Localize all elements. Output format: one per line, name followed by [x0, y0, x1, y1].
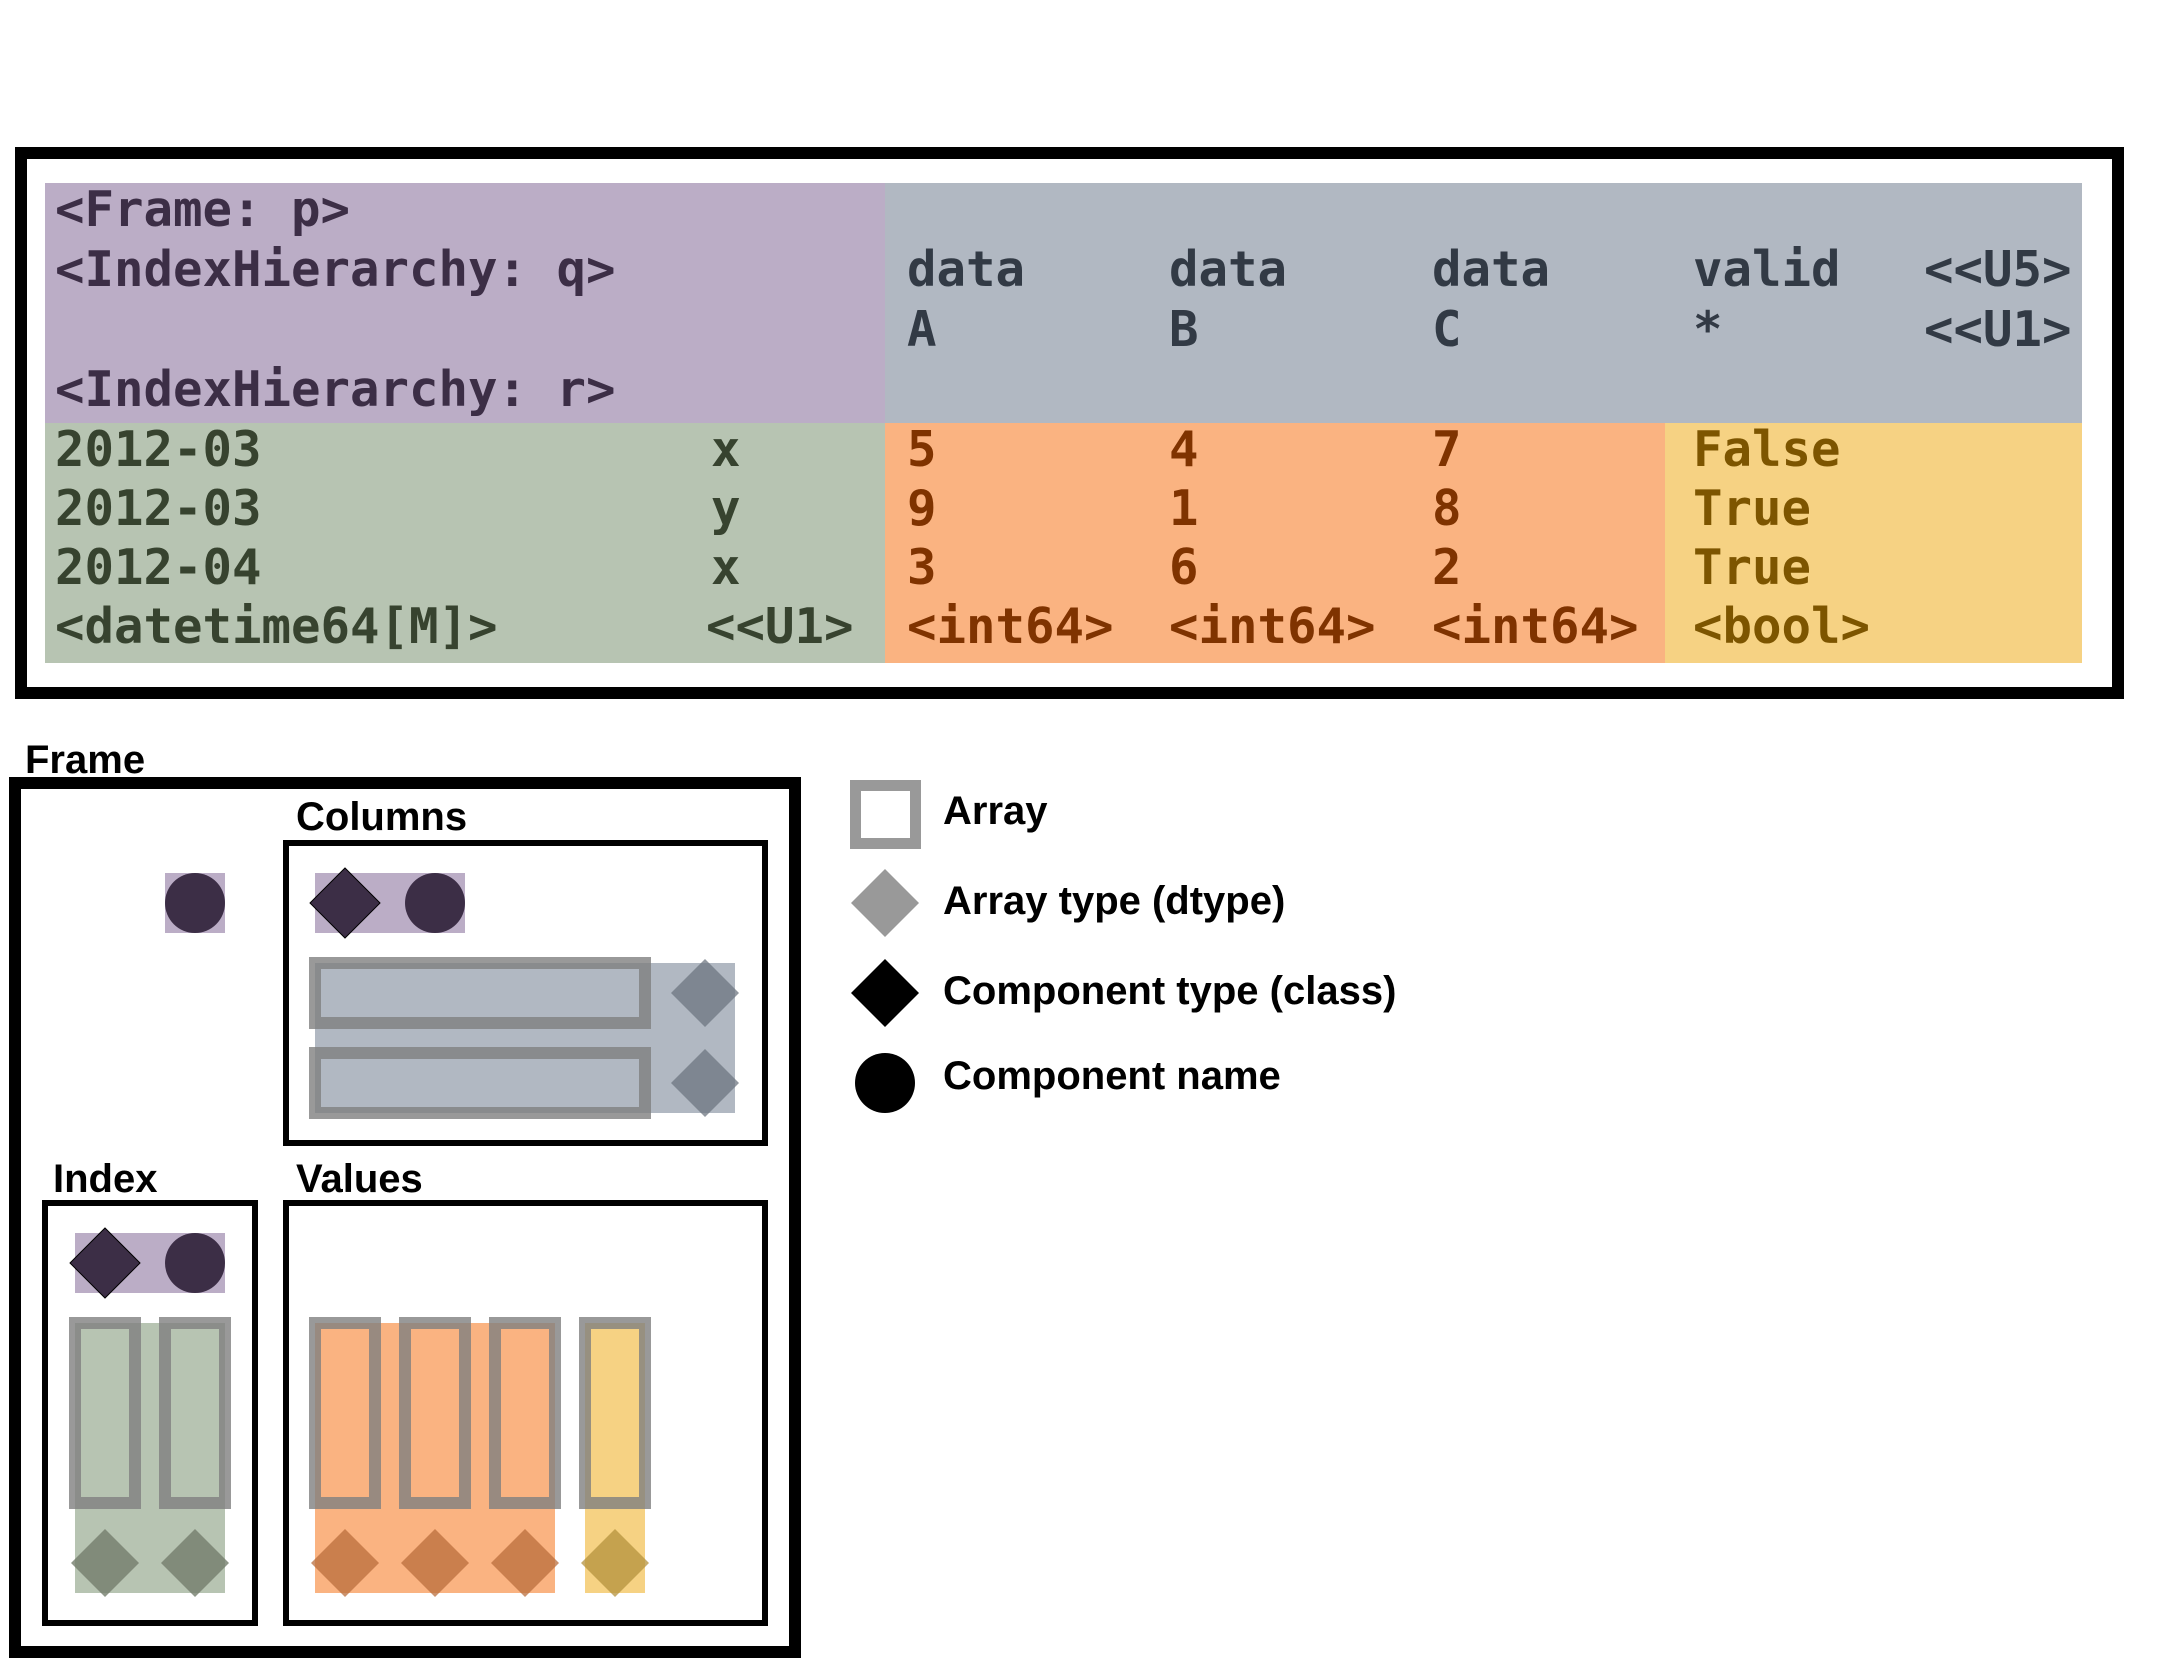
- columns-diagram-label: Columns: [296, 795, 468, 839]
- columns-dtype-diamond-icon: [671, 959, 739, 1027]
- value-cell: 7: [1432, 421, 1462, 478]
- values-dtype-diamond-icon: [311, 1529, 379, 1597]
- frame-name-circle-icon: [165, 873, 225, 933]
- value-cell: True: [1693, 539, 1812, 596]
- column-header-depth1: A: [907, 301, 937, 358]
- index-dtype-depth1: <<U1>: [706, 598, 854, 655]
- columns-dtype-diamond-icon: [671, 1049, 739, 1117]
- value-cell: 4: [1169, 421, 1199, 478]
- index-array-0: [69, 1317, 141, 1509]
- value-cell: 8: [1432, 480, 1462, 537]
- value-dtype: <int64>: [1432, 598, 1639, 655]
- column-header-depth0: valid: [1693, 241, 1841, 298]
- int-values-region: [885, 423, 1665, 663]
- array-square-icon: [850, 780, 921, 849]
- bool-values-region: [1665, 423, 2082, 663]
- value-cell: 2: [1432, 539, 1462, 596]
- column-dtype-depth0: <<U5>: [1924, 241, 2072, 298]
- column-dtype-depth1: <<U1>: [1924, 301, 2072, 358]
- frame-name-label: <Frame: p>: [55, 181, 351, 238]
- values-diagram-label: Values: [296, 1157, 423, 1201]
- value-cell: 3: [907, 539, 937, 596]
- columns-region: [885, 183, 2082, 423]
- values-array-2: [489, 1317, 561, 1509]
- value-cell: False: [1693, 421, 1841, 478]
- index-dtype-diamond-icon: [161, 1529, 229, 1597]
- name-circle-icon: [855, 1053, 915, 1113]
- values-array-1: [399, 1317, 471, 1509]
- index-depth0-cell: 2012-03: [55, 480, 262, 537]
- values-dtype-diamond-icon: [401, 1529, 469, 1597]
- values-diagram-box: [283, 1200, 768, 1626]
- column-header-depth0: data: [1432, 241, 1551, 298]
- values-dtype-diamond-icon: [581, 1529, 649, 1597]
- index-depth0-cell: 2012-03: [55, 421, 262, 478]
- columns-class-diamond-icon: [309, 867, 381, 939]
- column-header-depth1: B: [1169, 301, 1199, 358]
- values-array-0: [309, 1317, 381, 1509]
- index-depth0-cell: 2012-04: [55, 539, 262, 596]
- value-cell: True: [1693, 480, 1812, 537]
- index-dtype-depth0: <datetime64[M]>: [55, 598, 498, 655]
- index-class-diamond-icon: [69, 1227, 141, 1299]
- dtype-diamond-icon: [851, 869, 919, 937]
- values-array-3: [579, 1317, 651, 1509]
- index-diagram-label: Index: [53, 1157, 158, 1201]
- value-dtype: <int64>: [1169, 598, 1376, 655]
- index-depth1-cell: y: [711, 480, 741, 537]
- index-array-1: [159, 1317, 231, 1509]
- legend-item-dtype: Array type (dtype): [943, 879, 1286, 923]
- index-region: [45, 423, 885, 663]
- column-header-depth0: data: [1169, 241, 1288, 298]
- columns-array-1: [309, 1047, 651, 1119]
- column-header-depth1: C: [1432, 301, 1462, 358]
- index-name-circle-icon: [165, 1233, 225, 1293]
- value-dtype: <int64>: [907, 598, 1114, 655]
- value-cell: 6: [1169, 539, 1199, 596]
- value-cell: 9: [907, 480, 937, 537]
- value-cell: 5: [907, 421, 937, 478]
- value-cell: 1: [1169, 480, 1199, 537]
- index-diagram-box: [42, 1200, 258, 1626]
- values-dtype-diamond-icon: [491, 1529, 559, 1597]
- value-dtype: <bool>: [1693, 598, 1871, 655]
- legend-item-array: Array: [943, 789, 1048, 833]
- frame-diagram-box: [9, 777, 801, 1658]
- column-header-depth1: *: [1693, 301, 1723, 358]
- index-name-label: <IndexHierarchy: r>: [55, 361, 616, 418]
- index-depth1-cell: x: [711, 421, 741, 478]
- index-depth1-cell: x: [711, 539, 741, 596]
- columns-name-circle-icon: [405, 873, 465, 933]
- columns-values-patch: [315, 963, 735, 1113]
- columns-name-label: <IndexHierarchy: q>: [55, 241, 616, 298]
- legend-item-class: Component type (class): [943, 969, 1397, 1013]
- index-dtype-diamond-icon: [71, 1529, 139, 1597]
- class-diamond-icon: [851, 959, 919, 1027]
- columns-diagram-box: [283, 840, 768, 1146]
- column-header-depth0: data: [907, 241, 1026, 298]
- columns-array-0: [309, 957, 651, 1029]
- frame-diagram-label: Frame: [25, 738, 146, 782]
- legend-item-name: Component name: [943, 1054, 1281, 1098]
- frame-display-border: [15, 147, 2124, 699]
- name-region: [45, 183, 885, 423]
